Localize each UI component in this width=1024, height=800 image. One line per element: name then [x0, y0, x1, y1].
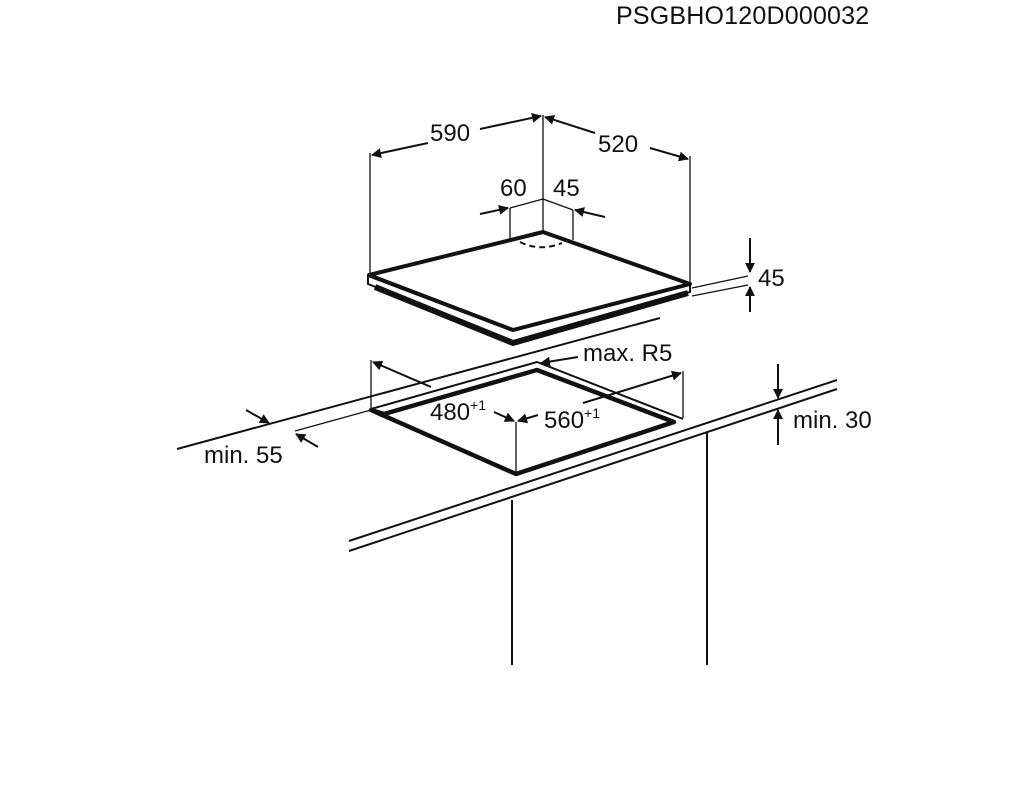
hob-top-surface	[367, 230, 692, 332]
rear-left-offset-label: 60	[500, 175, 527, 202]
hob	[367, 230, 692, 347]
corner-radius-label: max. R5	[583, 340, 672, 367]
worktop-thickness-label: min. 30	[793, 407, 872, 434]
cutout-width-label: 560+1	[544, 405, 600, 434]
hob-dimensions: 590 520 60 45 45	[369, 112, 785, 312]
cutout-dimensions: 480+1 560+1 max. R5 min. 55 min. 30	[204, 340, 872, 474]
hob-height-label: 45	[758, 265, 785, 292]
cutout	[368, 360, 684, 477]
worktop	[176, 317, 838, 665]
hob-hidden-corner	[519, 241, 563, 249]
rear-right-offset-label: 45	[553, 175, 580, 202]
hob-depth-label: 520	[598, 131, 638, 158]
hob-bottom-band	[373, 284, 689, 347]
front-distance-label: min. 55	[204, 442, 283, 469]
document-code: PSGBHO120D000032	[616, 2, 870, 30]
hob-width-label: 590	[430, 120, 470, 147]
cutout-depth-label: 480+1	[430, 397, 486, 426]
